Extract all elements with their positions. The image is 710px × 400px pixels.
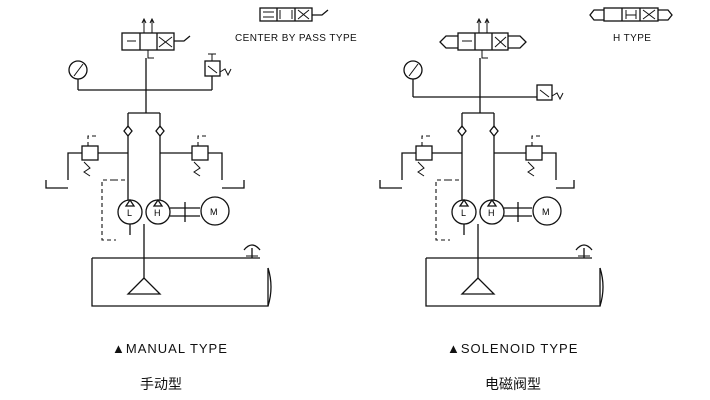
solenoid-relief-valve-right — [494, 135, 575, 189]
h-type-symbol — [589, 7, 673, 22]
solenoid-directional-valve — [439, 17, 527, 59]
manual-motor: M — [200, 196, 230, 226]
solenoid-motor: M — [532, 196, 562, 226]
manual-pump-low: L — [117, 198, 143, 225]
caption-marker: ▲ — [112, 341, 126, 356]
manual-directional-valve — [121, 17, 191, 59]
motor-letter: M — [210, 207, 218, 217]
pump-low-letter: L — [461, 208, 466, 218]
solenoid-circuit: L H M — [379, 17, 604, 307]
h-type-label: H TYPE — [613, 33, 652, 44]
center-bypass-label: CENTER BY PASS TYPE — [235, 33, 358, 44]
solenoid-pump-high: H — [479, 198, 505, 225]
manual-relief-valve-right — [160, 135, 245, 189]
manual-caption: ▲MANUAL TYPE — [112, 341, 228, 356]
solenoid-caption: ▲SOLENOID TYPE — [447, 341, 578, 356]
manual-caption-text: MANUAL TYPE — [125, 341, 228, 356]
caption-marker: ▲ — [447, 341, 461, 356]
solenoid-relief-valve-left — [379, 135, 462, 189]
solenoid-caption-text: SOLENOID TYPE — [460, 341, 579, 356]
pump-high-letter: H — [154, 208, 161, 218]
manual-relief-valve-left — [45, 135, 128, 189]
pump-high-letter: H — [488, 208, 495, 218]
manual-pressure-switch — [204, 53, 232, 90]
solenoid-reservoir — [425, 244, 604, 307]
solenoid-pressure-gauge — [403, 60, 423, 97]
manual-circuit: L H M — [45, 17, 272, 307]
center-bypass-symbol — [259, 7, 329, 22]
manual-cn-label: 手动型 — [140, 377, 182, 393]
manual-pump-high: H — [145, 198, 171, 225]
manual-reservoir — [91, 244, 272, 307]
motor-letter: M — [542, 207, 550, 217]
solenoid-pump-low: L — [451, 198, 477, 225]
manual-pressure-gauge — [68, 60, 88, 90]
solenoid-cn-label: 电磁阀型 — [485, 377, 541, 393]
pump-low-letter: L — [127, 208, 132, 218]
solenoid-pressure-switch — [536, 84, 564, 101]
